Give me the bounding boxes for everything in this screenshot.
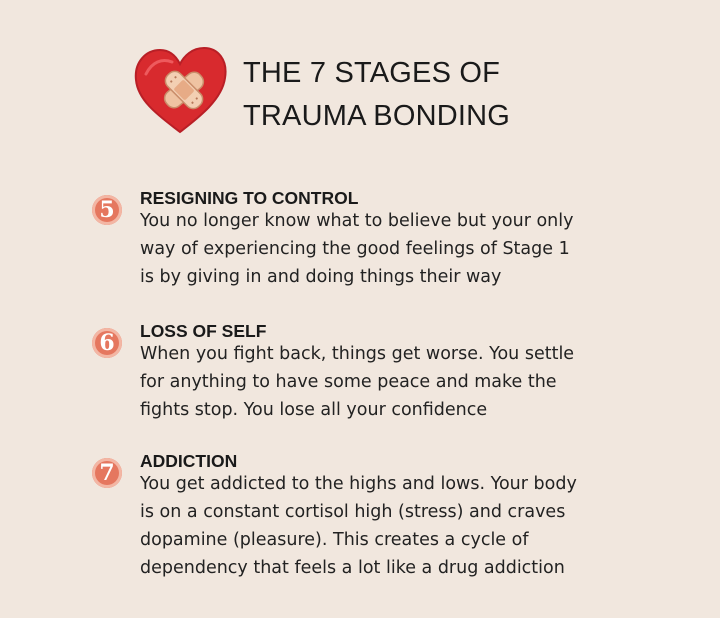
stage-heading: RESIGNING TO CONTROL [140, 188, 359, 208]
stage-description: You get addicted to the highs and lows. … [140, 470, 660, 582]
description-line: way of experiencing the good feelings of… [140, 239, 570, 259]
description-line: You no longer know what to believe but y… [140, 211, 574, 231]
stage-number-badge: 6 [92, 328, 122, 358]
stage-number-badge: 7 [92, 458, 122, 488]
title-line-2: TRAUMA BONDING [243, 100, 511, 132]
stage-description: You no longer know what to believe but y… [140, 207, 660, 291]
description-line: is on a constant cortisol high (stress) … [140, 502, 566, 522]
description-line: is by giving in and doing things their w… [140, 267, 502, 287]
stage-number-badge: 5 [92, 195, 122, 225]
description-line: fights stop. You lose all your confidenc… [140, 400, 488, 420]
description-line: dopamine (pleasure). This creates a cycl… [140, 530, 529, 550]
stage-description: When you fight back, things get worse. Y… [140, 340, 660, 424]
description-line: for anything to have some peace and make… [140, 372, 557, 392]
stage-heading: ADDICTION [140, 451, 238, 471]
description-line: You get addicted to the highs and lows. … [140, 474, 577, 494]
description-line: When you fight back, things get worse. Y… [140, 344, 575, 364]
heart-bandage-icon [132, 44, 228, 136]
stage-heading: LOSS OF SELF [140, 321, 267, 341]
description-line: dependency that feels a lot like a drug … [140, 558, 565, 578]
title-line-1: THE 7 STAGES OF [243, 57, 501, 89]
page-title: THE 7 STAGES OF TRAUMA BONDING [243, 52, 510, 138]
